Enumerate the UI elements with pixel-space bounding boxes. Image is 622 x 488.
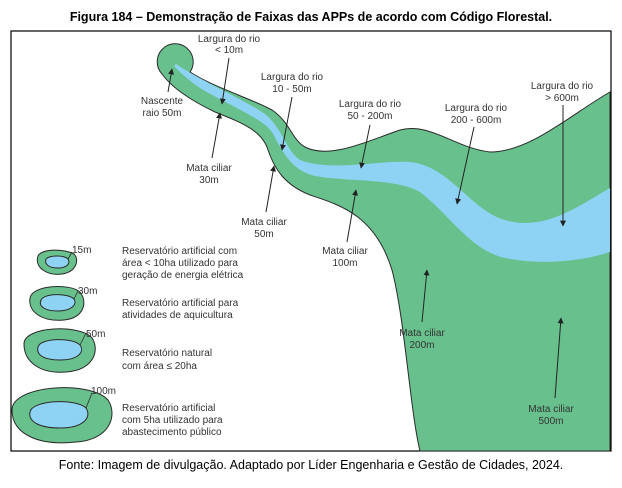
reservoir-4	[11, 387, 113, 444]
arrow-river-1	[219, 57, 230, 105]
reservoir-4-width: 100m	[91, 386, 116, 397]
arrow-mata-1	[211, 112, 223, 159]
arrow-mata-3	[346, 189, 359, 243]
arrow-mata-4	[421, 269, 430, 323]
arrow-river-3	[359, 124, 371, 169]
river-label-5: Largura do rio> 600m	[531, 81, 594, 104]
riparian-forest-band	[156, 43, 611, 452]
river-label-1: Largura do rio< 10m	[198, 34, 261, 56]
reservoir-2-width: 30m	[78, 286, 97, 297]
arrow-mata-2	[265, 165, 277, 213]
reservoir-1	[36, 249, 78, 275]
reservoir-1-width: 15m	[72, 245, 91, 256]
figure-title: Figura 184 – Demonstração de Faixas das …	[69, 10, 553, 24]
arrow-river-4	[455, 126, 475, 205]
reservoir-2	[29, 286, 85, 321]
river	[174, 64, 610, 262]
reservoir-3-width: 50m	[86, 329, 105, 340]
figure-caption: Fonte: Imagem de divulgação. Adaptado po…	[58, 458, 564, 472]
reservoir-3	[23, 328, 96, 373]
pointer-arrows	[167, 57, 566, 399]
arrow-mata-5	[554, 317, 564, 399]
arrow-river-2	[280, 96, 293, 151]
arrow-nascente	[167, 68, 175, 93]
